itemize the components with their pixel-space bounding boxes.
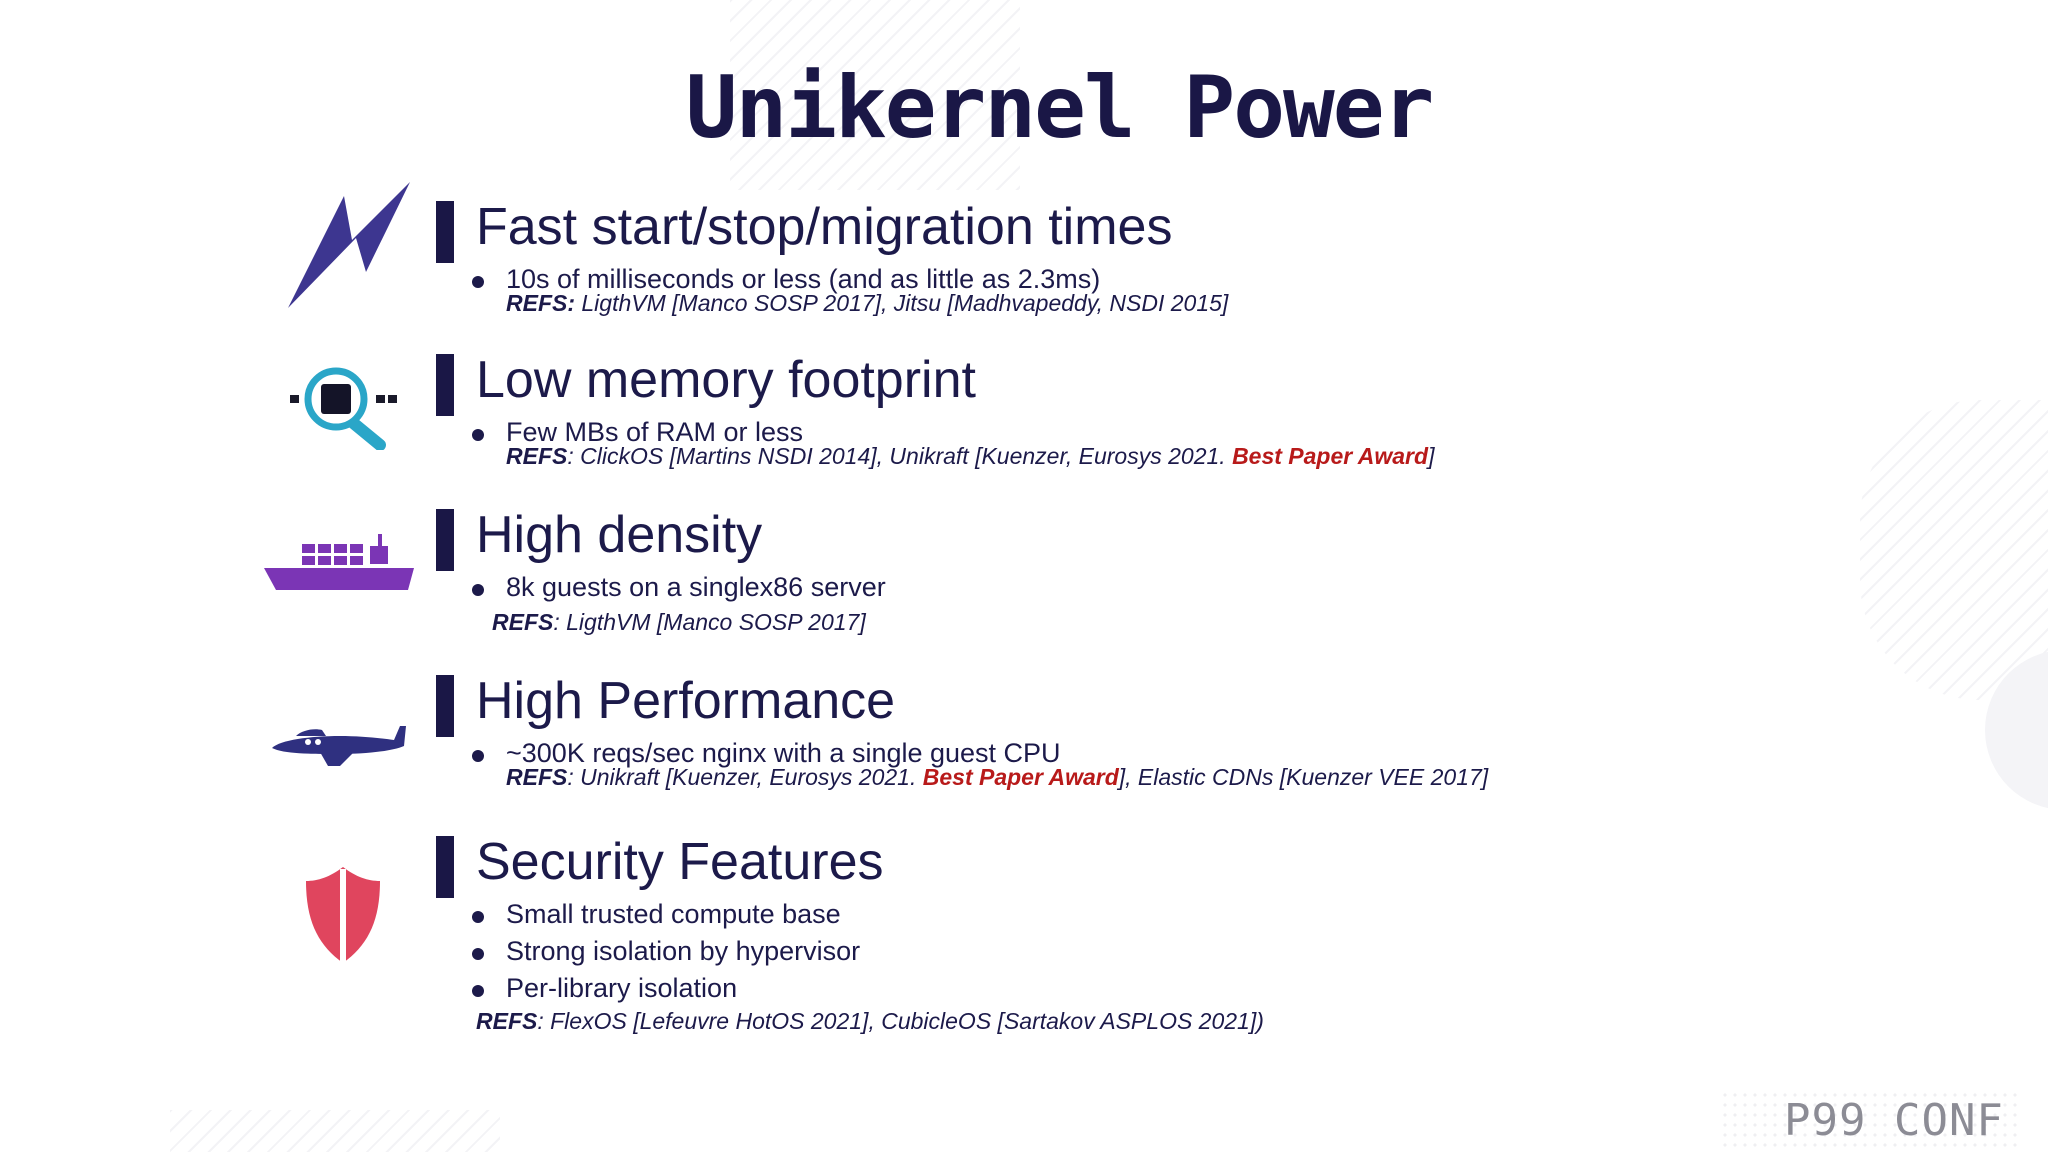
section-bar: [436, 509, 454, 571]
section-refs: REFS: Unikraft [Kuenzer, Eurosys 2021. B…: [506, 764, 1489, 790]
award-highlight: Best Paper Award: [922, 764, 1119, 790]
section-refs: REFS: LigthVM [Manco SOSP 2017], Jitsu […: [506, 290, 1229, 316]
lightning-icon: [288, 182, 410, 308]
airplane-icon: [272, 726, 406, 766]
decorative-hatch-right: [1860, 400, 2048, 700]
section-refs: REFS: FlexOS [Lefeuvre HotOS 2021], Cubi…: [476, 1008, 1264, 1034]
section-heading: High Performance: [476, 672, 896, 730]
section-heading: Fast start/stop/migration times: [476, 198, 1173, 256]
section-bar: [436, 836, 454, 898]
conference-logo: P99 CONF: [1784, 1095, 2004, 1146]
slide-title: Unikernel Power: [685, 58, 1435, 158]
award-highlight: Best Paper Award: [1232, 443, 1429, 469]
section-heading: Low memory footprint: [476, 351, 976, 409]
memory-magnifier-icon: [290, 367, 397, 450]
decorative-dots: [1720, 1090, 2020, 1152]
bullet-item: Strong isolation by hypervisor: [471, 936, 860, 967]
bullet-item: ~300K reqs/sec nginx with a single guest…: [472, 738, 1061, 769]
section-heading: High density: [476, 506, 763, 564]
shield-icon: [306, 867, 380, 963]
section-heading: Security Features: [476, 833, 884, 891]
bullet-item: Few MBs of RAM or less: [471, 417, 803, 448]
bullet-item: 10s of milliseconds or less (and as litt…: [471, 264, 1100, 295]
section-bar: [436, 201, 454, 263]
bullet-item: Small trusted compute base: [472, 899, 841, 930]
bullet-item: Per-library isolation: [471, 973, 737, 1004]
section-refs: REFS: ClickOS [Martins NSDI 2014], Unikr…: [506, 443, 1435, 469]
section-bar: [436, 354, 454, 416]
section-bar: [436, 675, 454, 737]
bullet-item: 8k guests on a singlex86 server: [472, 572, 886, 603]
section-refs: REFS: LigthVM [Manco SOSP 2017]: [492, 609, 866, 635]
decorative-hatch-bottom: [170, 1110, 500, 1152]
cargo-ship-icon: [264, 534, 414, 590]
decorative-hatch-top: [730, 0, 1020, 190]
